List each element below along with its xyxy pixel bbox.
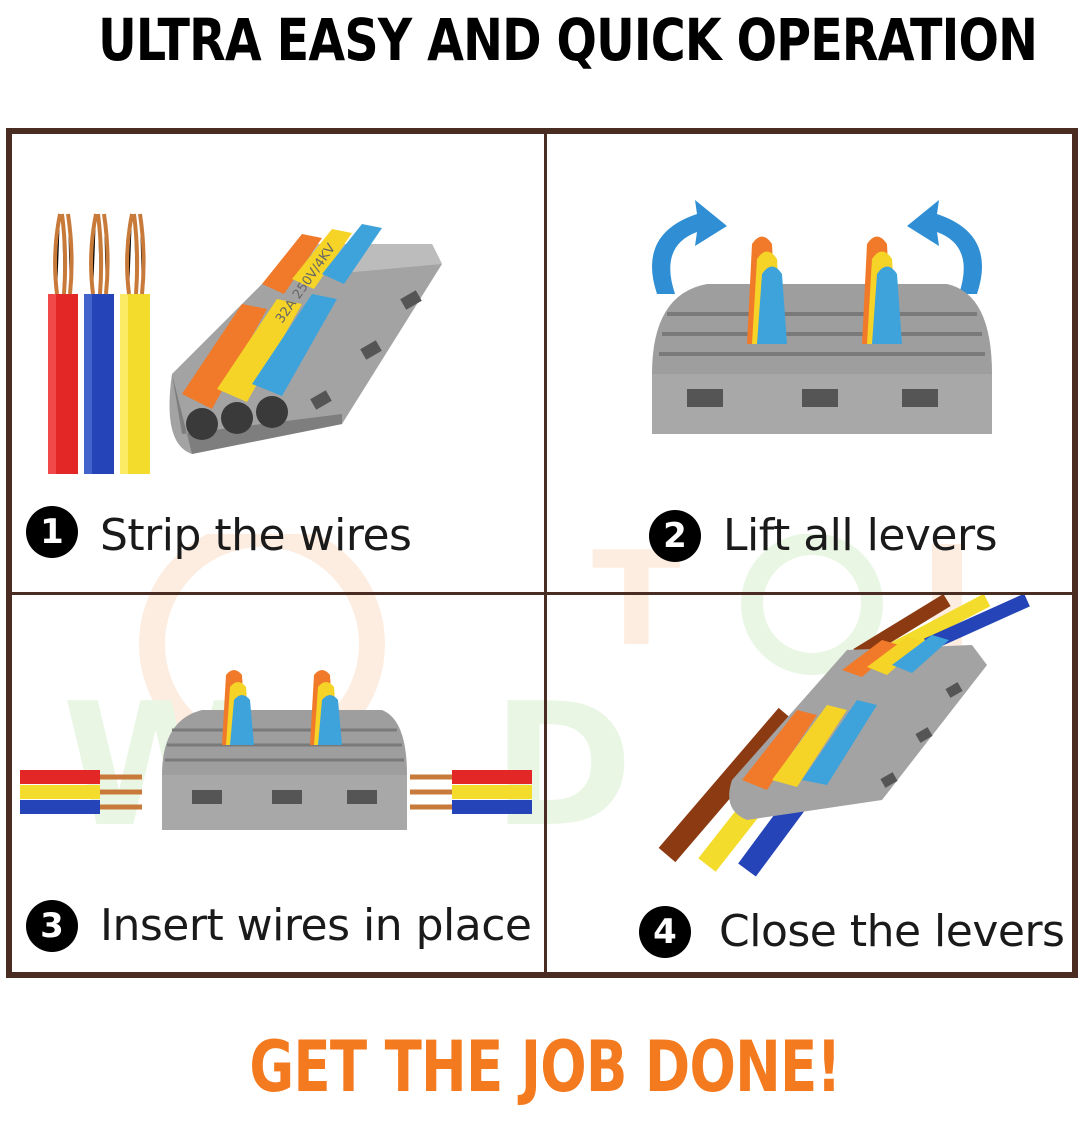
step-number-badge: 2 xyxy=(649,510,701,562)
strip-wires-illustration: 32A 250V/4KV xyxy=(48,213,442,474)
horizontal-divider xyxy=(12,592,1072,595)
step-label: Lift all levers xyxy=(723,510,998,561)
step-label: Insert wires in place xyxy=(100,900,532,951)
close-levers-illustration xyxy=(658,595,1030,877)
insert-wires-illustration xyxy=(20,670,532,830)
headline: ULTRA EASY AND QUICK OPERATION xyxy=(98,6,1038,74)
step-panel-1: 32A 250V/4KV 1 Strip the wires xyxy=(12,134,544,592)
step-label: Close the levers xyxy=(719,906,1065,957)
vertical-divider xyxy=(544,134,547,972)
step-panel-2: 2 Lift all levers xyxy=(547,134,1072,592)
stripped-wires-icon xyxy=(48,213,150,474)
step-number-badge: 4 xyxy=(639,906,691,958)
step-label: Strip the wires xyxy=(100,510,412,561)
curved-arrow-icon xyxy=(652,200,727,294)
step-number-badge: 1 xyxy=(26,506,78,558)
step-number-badge: 3 xyxy=(26,900,78,952)
footer-slogan: GET THE JOB DONE! xyxy=(249,1026,841,1108)
copper-strands-icon xyxy=(20,770,532,814)
lift-levers-illustration xyxy=(652,200,992,434)
curved-arrow-icon xyxy=(907,200,982,294)
step-panel-3: 3 Insert wires in place xyxy=(12,595,544,972)
step-panel-4: 4 Close the levers xyxy=(547,595,1072,972)
instruction-grid: W D T xyxy=(6,128,1078,978)
connector-strip-icon: 32A 250V/4KV xyxy=(169,224,442,454)
